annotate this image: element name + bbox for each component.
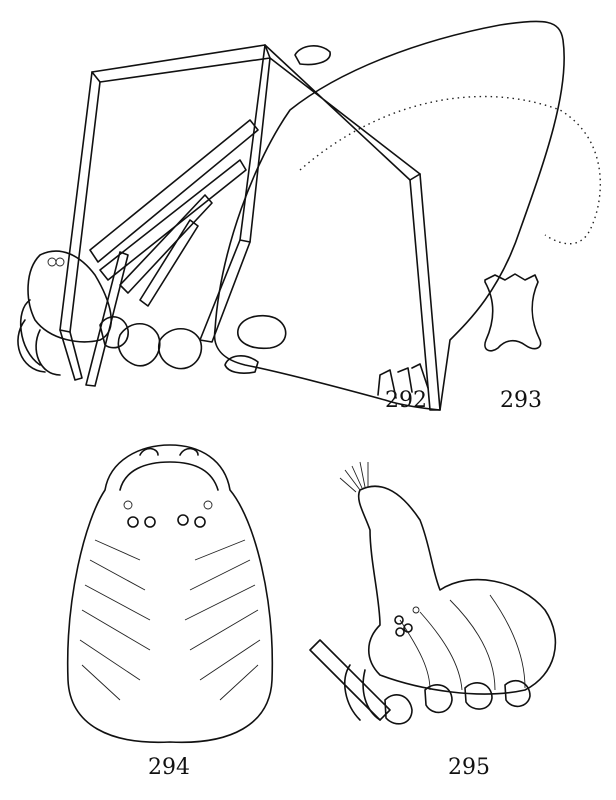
figure-294-drawing [66,444,274,744]
figure-295-drawing [309,461,557,725]
figure-293-label: 293 [500,388,542,413]
figure-293-drawing [484,273,542,352]
figure-292-label: 292 [385,388,427,413]
figure-292-drawing [17,20,602,411]
figure-294-label: 294 [148,755,190,780]
figure-295-label: 295 [448,755,490,780]
